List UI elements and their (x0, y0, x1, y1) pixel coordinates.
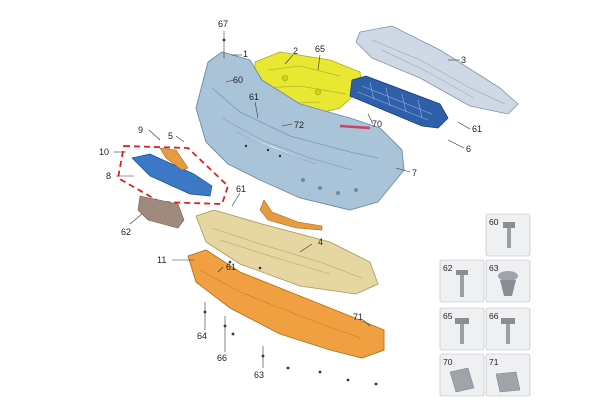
callout-2: 2 (293, 46, 298, 56)
fastener-card-65: 65 (439, 307, 485, 351)
callout-9: 9 (138, 125, 143, 135)
callout-8: 8 (106, 171, 111, 181)
highlight-frame (116, 145, 230, 205)
fastener-card-71: 71 (485, 353, 531, 397)
callout-67: 67 (218, 19, 228, 29)
callout-60: 60 (233, 75, 243, 85)
callout-71: 71 (353, 312, 363, 322)
leader-lines (114, 31, 471, 368)
callout-6: 6 (466, 144, 471, 154)
callout-1: 1 (243, 49, 248, 59)
svg-text:63: 63 (489, 263, 499, 273)
svg-text:65: 65 (443, 311, 453, 321)
callout-3: 3 (461, 55, 466, 65)
callout-labels: 67 1 60 2 65 3 61 72 70 61 6 7 9 5 10 8 … (99, 19, 482, 380)
fastener-card-60: 60 (485, 213, 531, 257)
fastener-card-63: 63 (485, 259, 531, 303)
callout-61-c: 61 (236, 184, 246, 194)
svg-text:66: 66 (489, 311, 499, 321)
fastener-card-66: 66 (485, 307, 531, 351)
bracket-part (137, 195, 185, 229)
callout-61-a: 61 (249, 92, 259, 102)
callout-5: 5 (168, 131, 173, 141)
callout-65: 65 (315, 44, 325, 54)
svg-text:60: 60 (489, 217, 499, 227)
callout-72: 72 (294, 120, 304, 130)
lower-spoiler-part (187, 249, 385, 359)
callout-62: 62 (121, 227, 131, 237)
callout-61-d: 61 (226, 262, 236, 272)
fastener-card-62: 62 (439, 259, 485, 303)
svg-text:62: 62 (443, 263, 453, 273)
grille-part (339, 75, 449, 130)
callout-64: 64 (197, 331, 207, 341)
callout-61-b: 61 (472, 124, 482, 134)
callout-11: 11 (157, 255, 166, 265)
splash-shield-part (195, 209, 379, 295)
svg-text:71: 71 (489, 357, 499, 367)
callout-70: 70 (372, 119, 382, 129)
callout-10: 10 (99, 147, 109, 157)
corner-trim-part (259, 199, 323, 231)
svg-text:70: 70 (443, 357, 453, 367)
fastener-dots (203, 38, 378, 386)
fastener-card-70: 70 (439, 353, 485, 397)
callout-66: 66 (217, 353, 227, 363)
callout-7: 7 (412, 168, 417, 178)
callout-4: 4 (318, 237, 323, 247)
callout-63: 63 (254, 370, 264, 380)
fastener-grid: 60 62 63 65 66 (439, 213, 531, 397)
trim-strip-part (131, 147, 213, 197)
impact-absorber-part (355, 25, 519, 115)
